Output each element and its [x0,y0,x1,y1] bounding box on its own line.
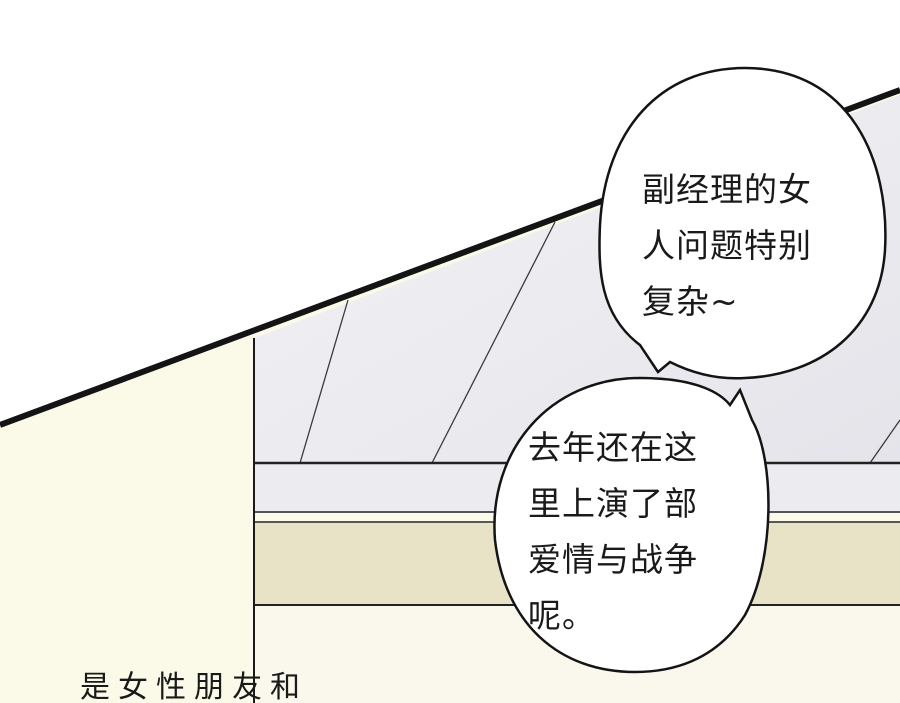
speech-bubble-bottom [493,376,770,674]
speech-text-bottom: 去年还在这 里上演了部 爱情与战争 呢。 [528,428,698,635]
handwritten-caption: 是女性朋友和 [80,670,308,703]
speech-bubble-top [598,66,887,380]
speech-text-top: 副经理的女 人问题特别 复杂~ [642,170,812,321]
